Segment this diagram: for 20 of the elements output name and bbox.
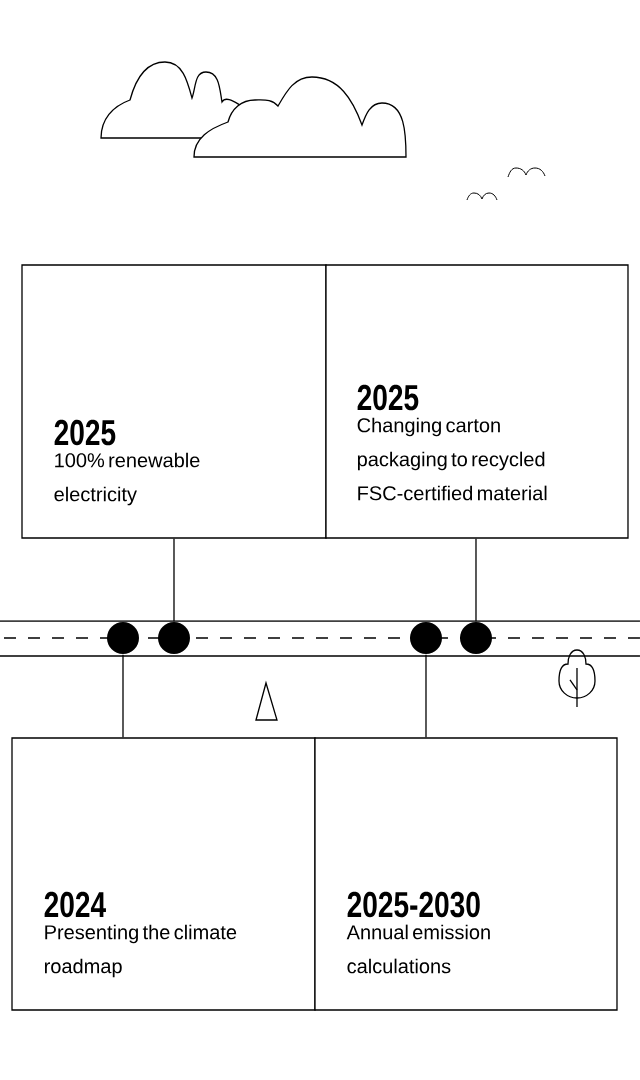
year-label: 2025-2030 xyxy=(347,891,480,918)
milestone-box xyxy=(21,264,327,539)
connector-line xyxy=(173,538,175,622)
milestone-box xyxy=(11,737,316,1011)
description: Annual emission calculations xyxy=(346,924,490,974)
year-label: 2025 xyxy=(54,419,116,446)
milestone-dot xyxy=(158,622,190,654)
milestone-dot xyxy=(460,622,492,654)
description: 100% renewable electricity xyxy=(54,452,200,506)
connector-line xyxy=(475,538,477,622)
milestone-dot xyxy=(107,622,139,654)
milestone-dot xyxy=(410,622,442,654)
milestone-box xyxy=(314,737,618,1011)
milestone-box xyxy=(325,264,629,539)
year-label: 2024 xyxy=(44,891,106,918)
description: Presenting the climate roadmap xyxy=(45,924,237,978)
description: Changing carton packaging to recycled FSC-certified material xyxy=(357,417,547,501)
year-label: 2025 xyxy=(357,384,419,411)
connector-line xyxy=(425,654,427,738)
connector-line xyxy=(122,654,124,738)
